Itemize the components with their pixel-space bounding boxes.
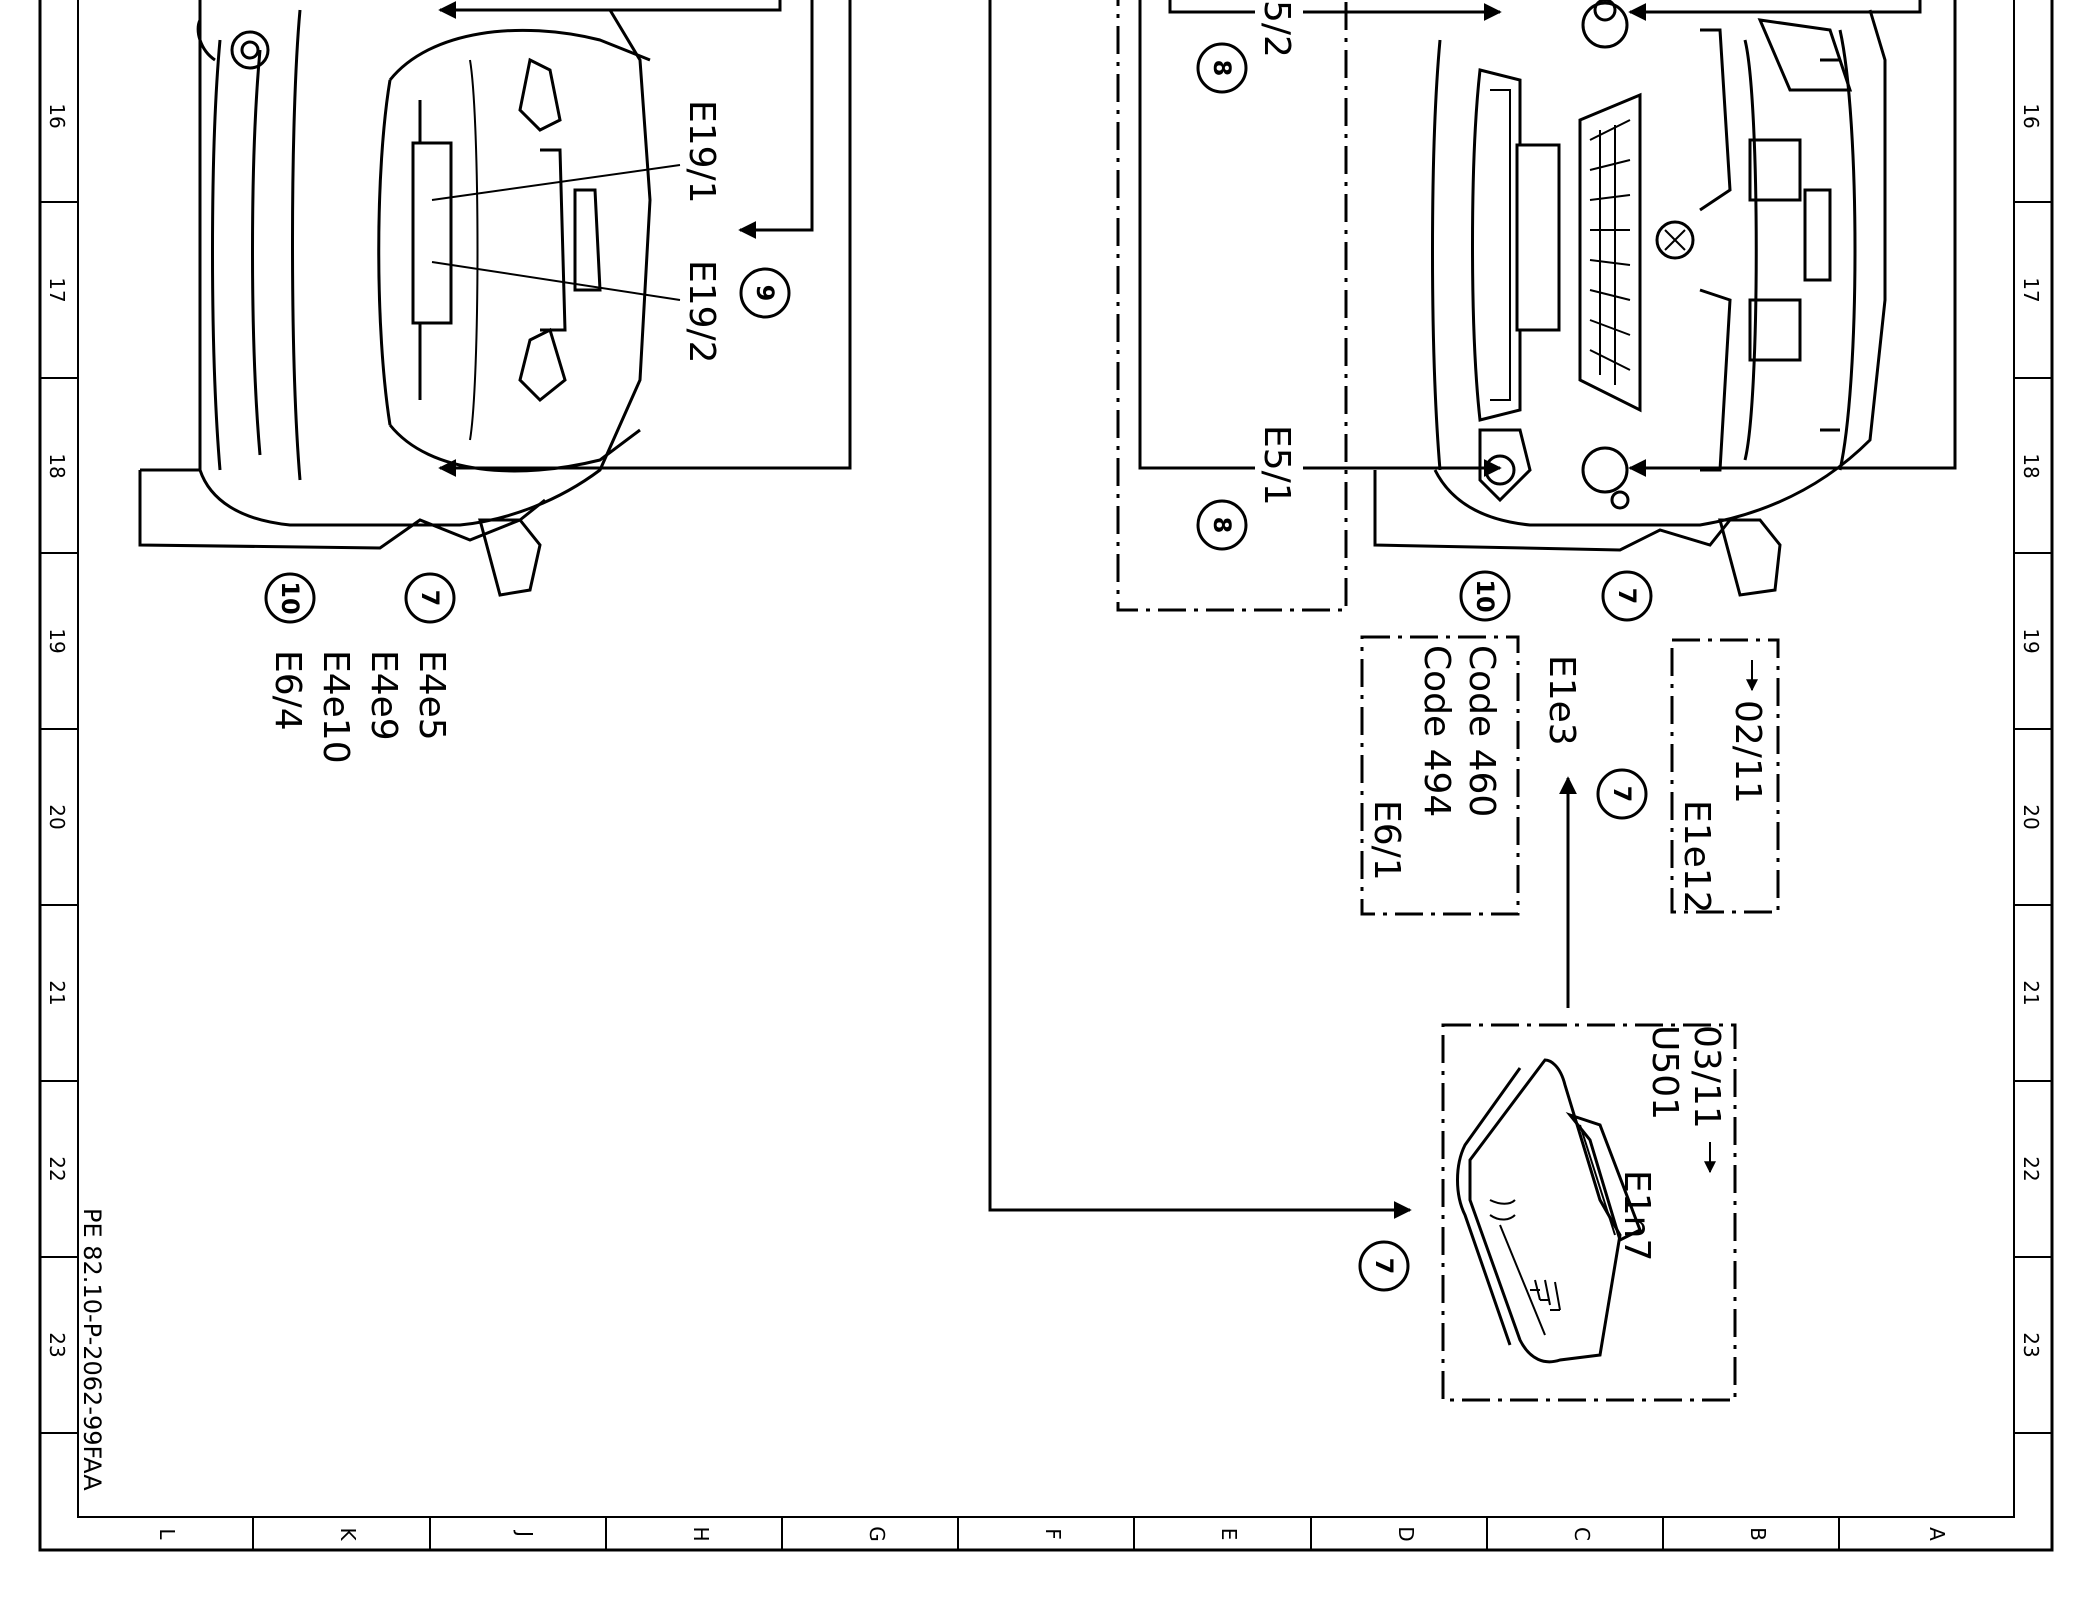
column-label: G — [865, 1526, 889, 1542]
label-e1e12: E1e12 — [1676, 800, 1717, 914]
left-list-7-2: E4e10 — [315, 650, 356, 764]
marker-10-left — [264, 572, 316, 624]
code-box — [1360, 635, 1520, 916]
control-unit-u501: U501 — [1644, 1025, 1685, 1120]
code-494: Code 494 — [1416, 645, 1457, 817]
left-vehicle-drawing — [138, 0, 652, 597]
row-ticks — [40, 201, 2052, 1434]
marker-8-top-text: 8 — [1208, 60, 1236, 77]
row-labels-left: 16 17 18 19 20 21 22 23 — [45, 103, 69, 1357]
row-label: 20 — [45, 804, 69, 829]
marker-7-left-text: 7 — [416, 590, 444, 607]
left-wiring — [438, 0, 852, 477]
row-label: 19 — [2019, 628, 2043, 653]
marker-10-right-text: 10 — [1471, 579, 1499, 612]
left-list-7-0: E4e5 — [411, 650, 452, 741]
row-label: 17 — [45, 277, 69, 302]
row-label: 17 — [2019, 277, 2043, 302]
wire-to-control-unit — [988, 0, 1412, 1219]
column-label: D — [1394, 1526, 1418, 1541]
leader-e19-2 — [431, 261, 681, 301]
date-box — [1670, 638, 1780, 914]
column-label: A — [1925, 1527, 1949, 1541]
row-label: 16 — [2019, 103, 2043, 128]
row-label: 22 — [2019, 1156, 2043, 1181]
row-label: 19 — [45, 628, 69, 653]
label-e19-2: E19/2 — [681, 260, 722, 364]
marker-8-bottom — [1196, 499, 1248, 551]
sheet-frame-inner — [77, 0, 2015, 1518]
marker-7-right-text: 7 — [1613, 588, 1641, 605]
date-02-11: 02/11 — [1727, 700, 1768, 804]
column-label: B — [1746, 1527, 1770, 1541]
column-label: K — [336, 1527, 360, 1541]
marker-7-left — [404, 572, 456, 624]
column-label: J — [513, 1529, 537, 1537]
marker-7-control-unit-text: 7 — [1370, 1258, 1398, 1275]
marker-8-bottom-text: 8 — [1208, 517, 1236, 534]
row-label: 18 — [45, 453, 69, 478]
label-knockout-e5-1 — [1255, 420, 1303, 518]
row-label: 23 — [2019, 1332, 2043, 1357]
row-label: 22 — [45, 1156, 69, 1181]
code-460: Code 460 — [1461, 645, 1502, 817]
e5-box — [1116, 0, 1348, 612]
column-label: C — [1570, 1527, 1594, 1541]
row-label: 16 — [45, 103, 69, 128]
row-label: 20 — [2019, 804, 2043, 829]
control-unit-box — [1441, 1023, 1737, 1402]
marker-8-top — [1196, 42, 1248, 94]
marker-9 — [739, 267, 791, 319]
code-e6-1: E6/1 — [1366, 800, 1407, 881]
left-list-10: E6/4 — [267, 650, 308, 731]
label-e5-2-partial: 5/2 — [1256, 0, 1297, 58]
label-knockout-e5-2 — [1255, 0, 1303, 62]
marker-10-left-text: 10 — [276, 581, 304, 614]
label-e1e3: E1e3 — [1541, 655, 1582, 746]
column-label: L — [155, 1528, 179, 1540]
marker-7-control-unit — [1358, 1240, 1410, 1292]
right-wiring — [1138, 0, 1957, 477]
marker-9-text: 9 — [751, 285, 779, 302]
row-label: 18 — [2019, 453, 2043, 478]
column-label: F — [1041, 1528, 1065, 1540]
row-label: 21 — [45, 980, 69, 1005]
row-label: 23 — [45, 1332, 69, 1357]
column-label: E — [1217, 1528, 1241, 1541]
row-label: 21 — [2019, 980, 2043, 1005]
control-unit-drawing — [1456, 1058, 1642, 1364]
label-e5-1: E5/1 — [1256, 425, 1297, 506]
column-label: H — [689, 1526, 713, 1541]
right-vehicle-drawing — [1373, 0, 1887, 597]
sheet-frame-outer — [38, 0, 2054, 1552]
leader-e19-1 — [431, 164, 681, 201]
marker-10-right — [1459, 570, 1511, 622]
control-unit-date-0311: 03/11 — [1686, 1025, 1727, 1129]
row-labels-right: 16 17 18 19 20 21 22 23 — [2019, 103, 2043, 1357]
left-list-7-1: E4e9 — [363, 650, 404, 741]
label-e1n7: E1n7 — [1616, 1170, 1657, 1261]
label-e19-1: E19/1 — [681, 100, 722, 204]
marker-7-e1e3-text: 7 — [1608, 786, 1636, 803]
marker-7-e1e3 — [1596, 768, 1648, 820]
marker-7-right — [1601, 570, 1653, 622]
column-ticks — [252, 1517, 1840, 1550]
sheet-reference: PE 82.10-P-2062-99FAA — [78, 1208, 106, 1491]
left-license-plate — [411, 141, 453, 325]
